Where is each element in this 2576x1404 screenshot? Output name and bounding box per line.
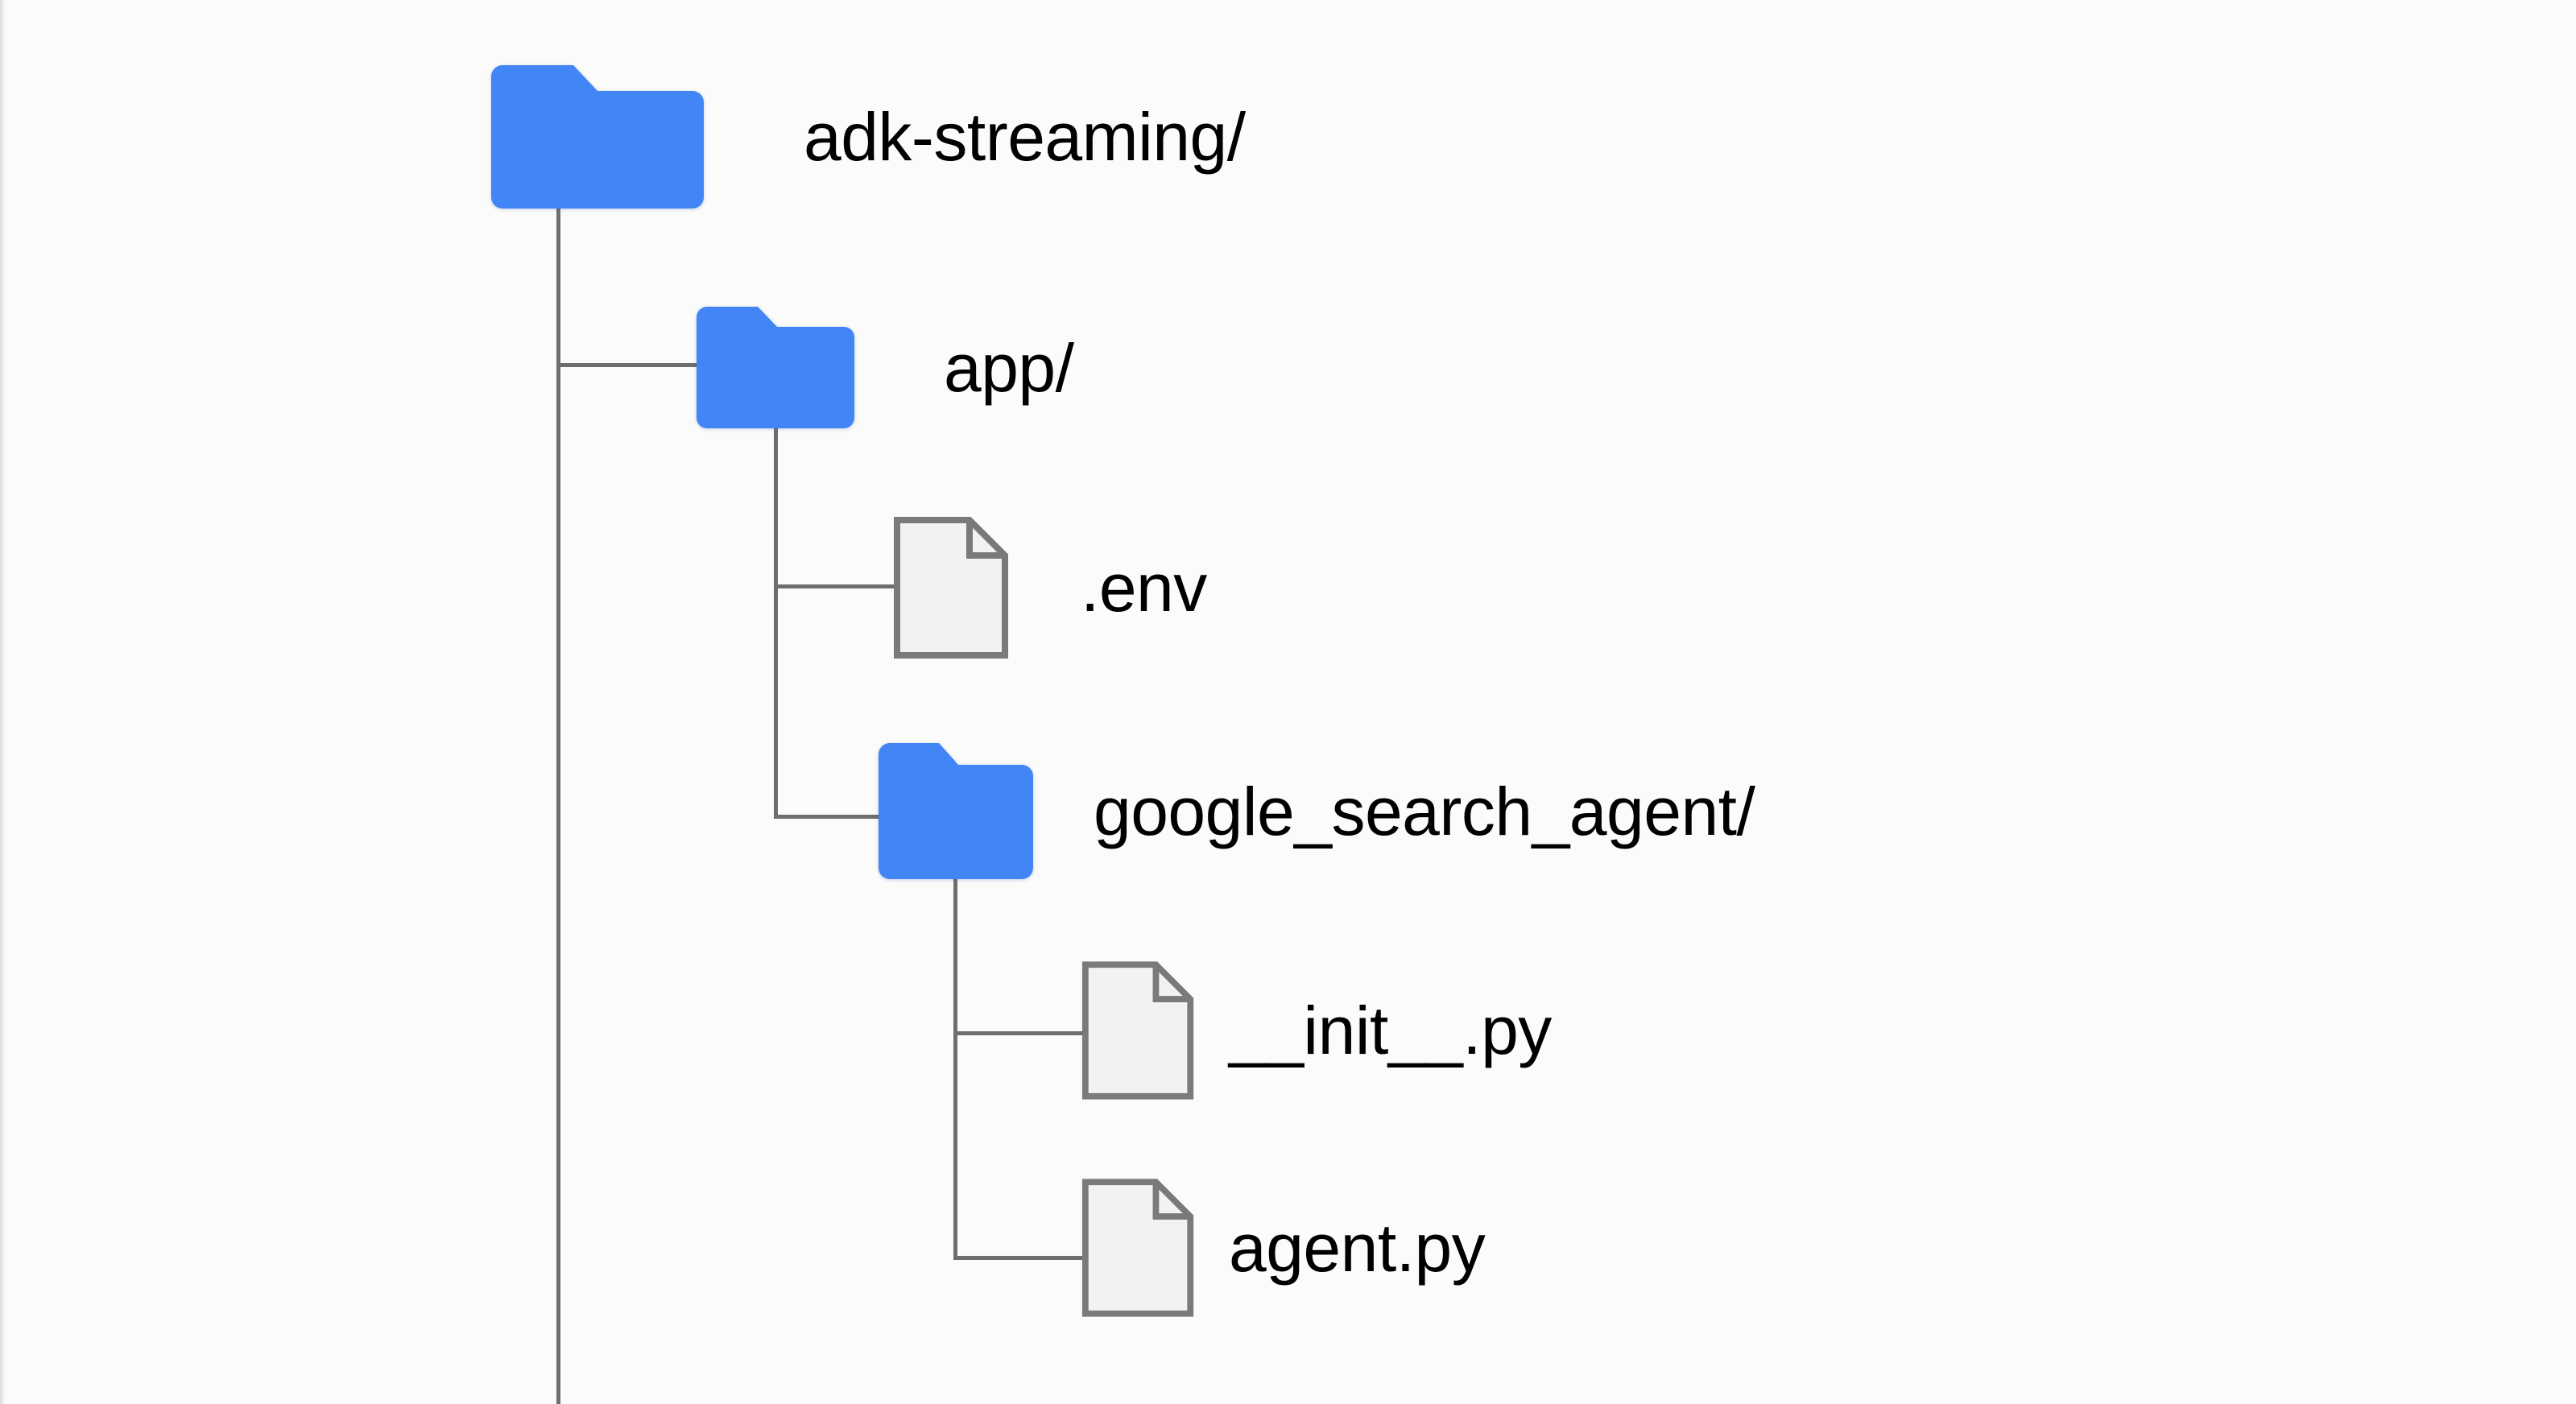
connector-gsa-to-init-py	[953, 1031, 1086, 1035]
left-edge-shading	[0, 0, 6, 1404]
tree-node-init-py[interactable]: __init__.py	[1081, 960, 1552, 1101]
tree-node-label: google_search_agent/	[1094, 773, 1755, 849]
connector-app-to-google-search-agent	[774, 815, 887, 819]
folder-icon	[879, 743, 1033, 879]
connector-gsa-to-agent-py	[953, 1256, 1086, 1260]
tree-node-label: .env	[1081, 550, 1207, 626]
file-icon	[1081, 961, 1194, 1100]
tree-node-google-search-agent[interactable]: google_search_agent/	[876, 741, 1755, 882]
tree-node-label: adk-streaming/	[804, 99, 1246, 175]
folder-icon	[491, 65, 704, 209]
tree-node-label: __init__.py	[1229, 993, 1552, 1068]
tree-node-adk-streaming[interactable]: adk-streaming/	[490, 64, 1246, 209]
connector-trunk-google-search-agent	[953, 876, 957, 1260]
tree-node-label: agent.py	[1229, 1210, 1486, 1286]
connector-trunk-root	[556, 206, 560, 1404]
connector-root-to-app	[556, 363, 701, 367]
connector-app-to-env	[774, 584, 899, 588]
connector-trunk-app	[774, 425, 778, 819]
tree-node-env[interactable]: .env	[892, 515, 1207, 660]
tree-node-label: app/	[944, 329, 1074, 406]
file-icon	[1081, 1179, 1194, 1317]
tree-node-agent-py[interactable]: agent.py	[1081, 1177, 1486, 1319]
file-icon	[894, 517, 1008, 659]
tree-node-app[interactable]: app/	[694, 304, 1074, 431]
folder-icon	[697, 307, 854, 428]
